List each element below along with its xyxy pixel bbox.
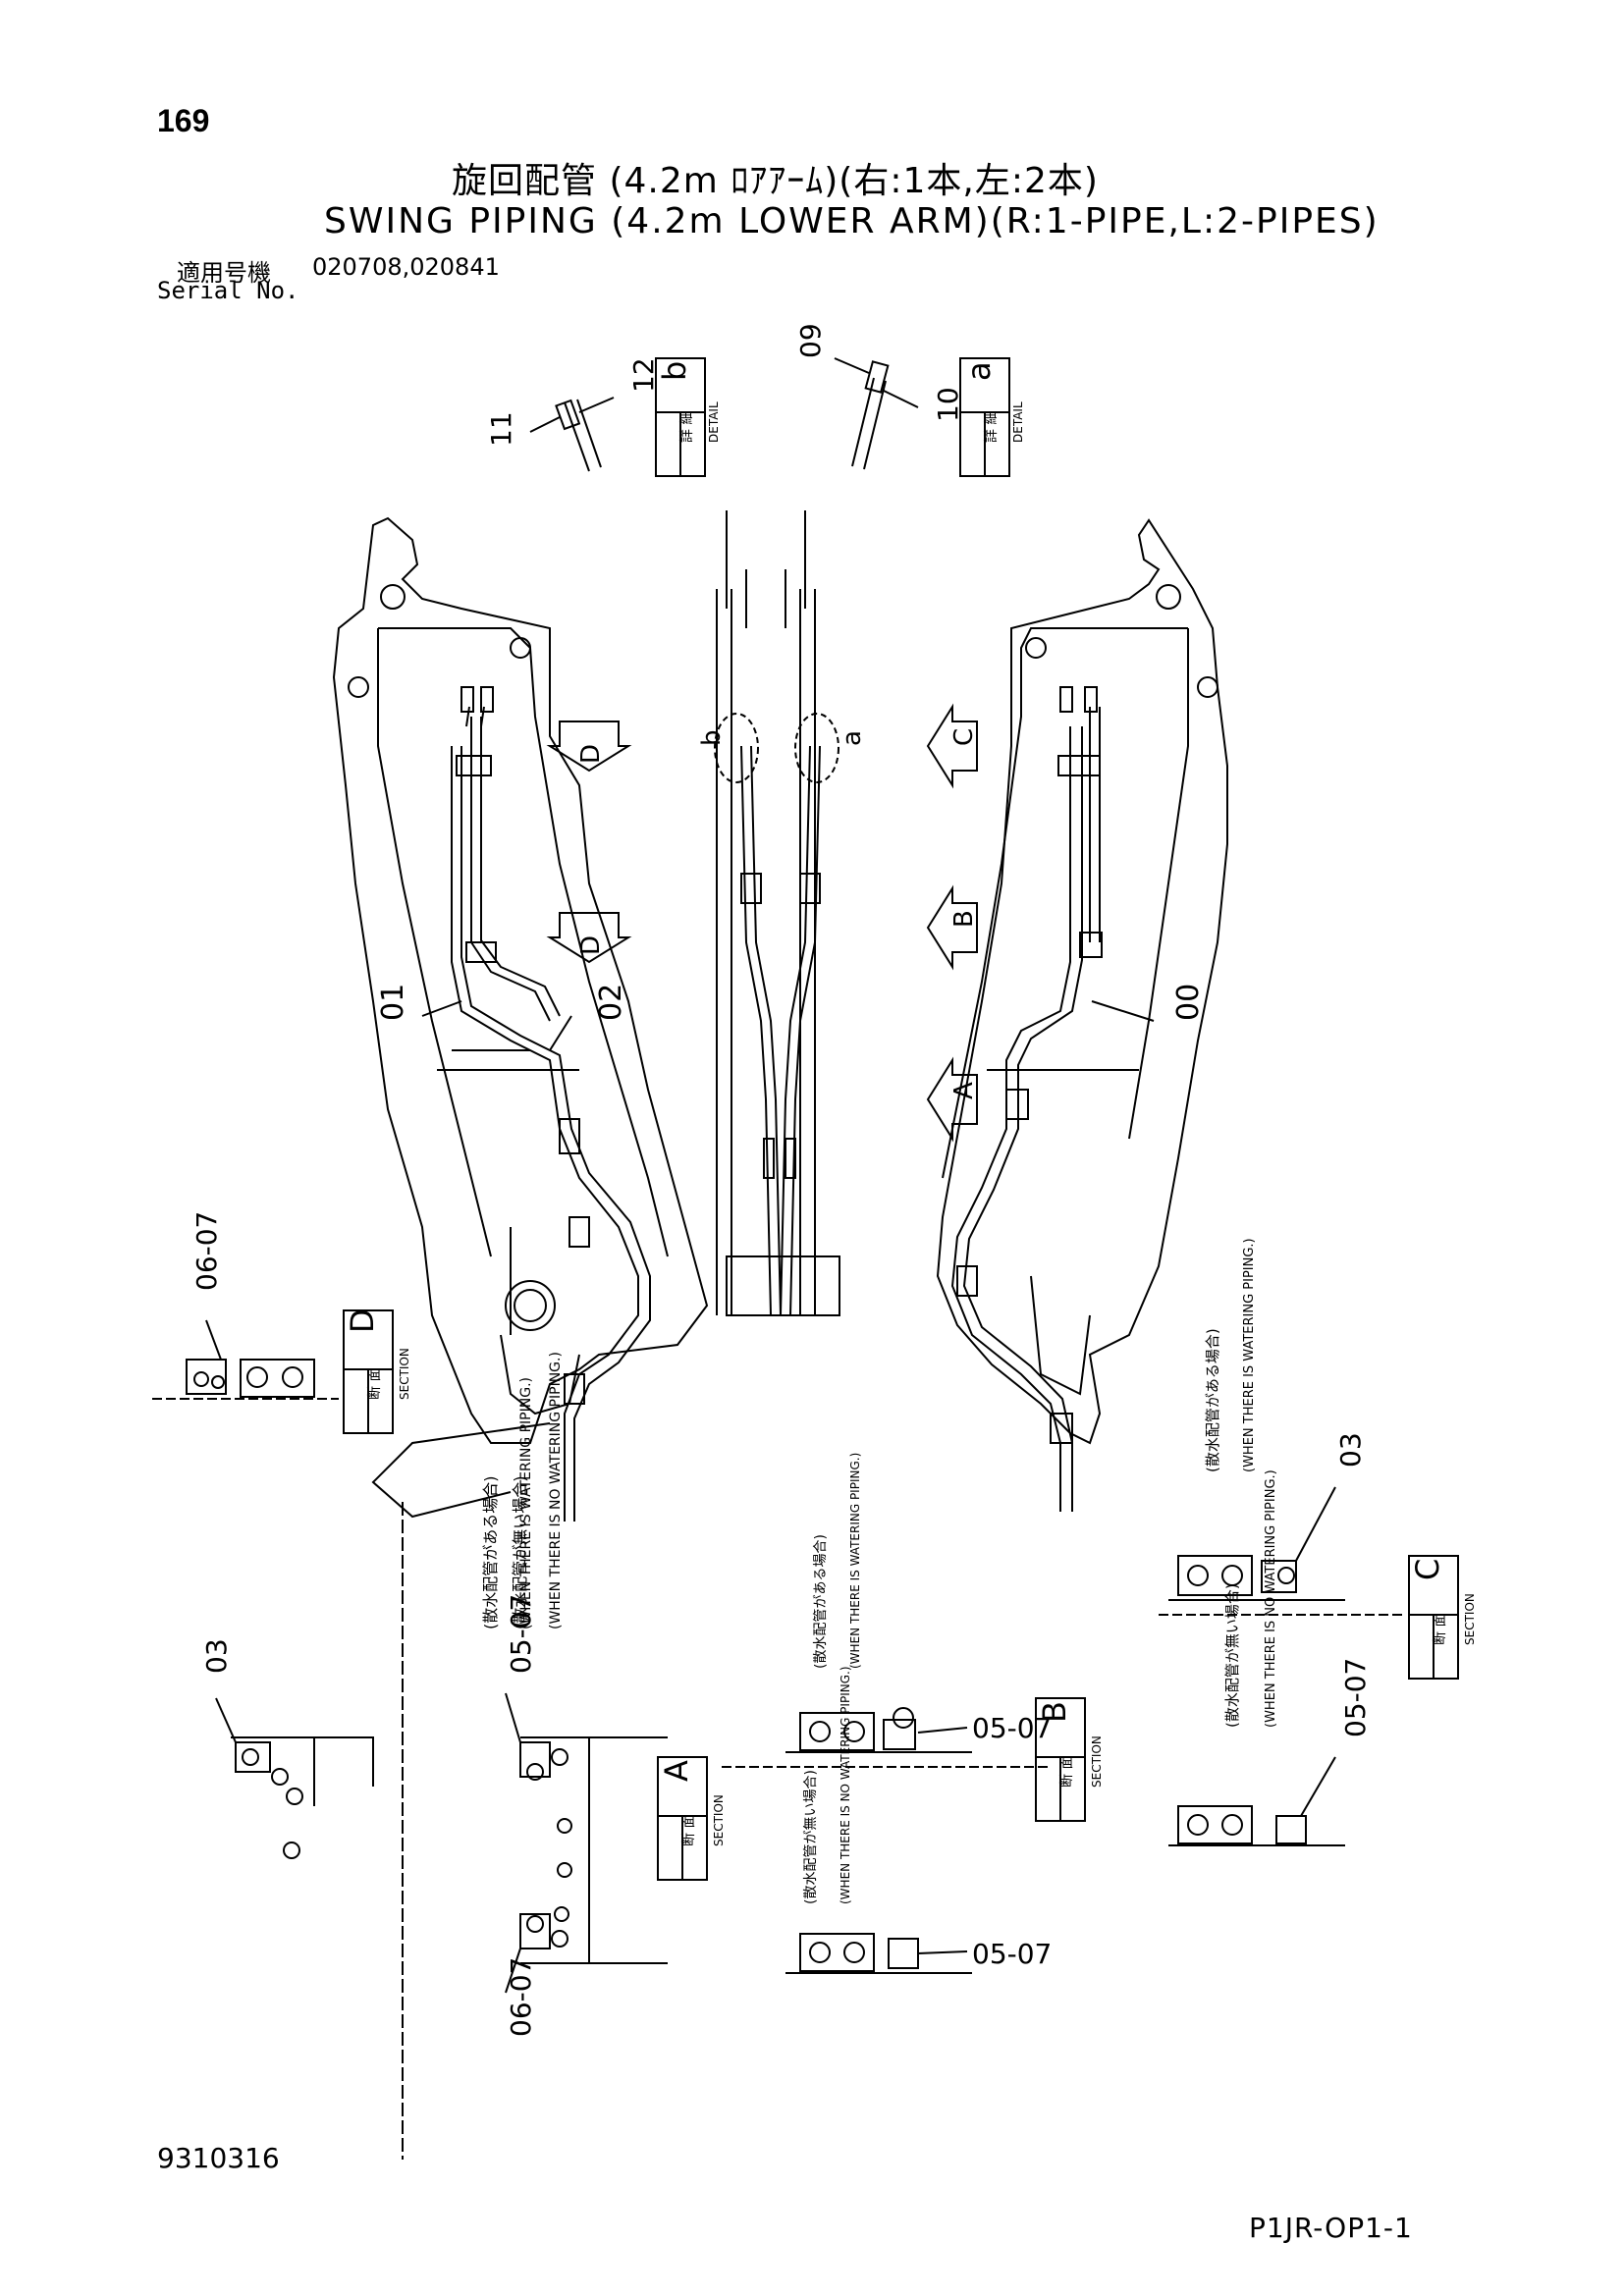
section-arrow-d-upper: D <box>546 721 632 773</box>
part-label-11: 11 <box>485 411 517 447</box>
section-a-part-label-03: 03 <box>200 1638 233 1674</box>
detail-b-group: 11 12 b 詳 細 DETAIL <box>485 357 721 477</box>
section-c-part-label-05-07: 05-07 <box>1339 1658 1372 1737</box>
section-a-no-watering-jp: (散水配管が無い場合) <box>511 1476 529 1630</box>
detail-b-en: DETAIL <box>707 401 721 443</box>
title-english: SWING PIPING (4.2m LOWER ARM)(R:1-PIPE,L… <box>324 201 1380 241</box>
detail-circle-a <box>794 713 839 783</box>
section-c-watering-jp: (散水配管がある場合) <box>1204 1328 1221 1472</box>
section-arrow-d-lower: D <box>546 912 632 964</box>
part-label-10: 10 <box>932 387 964 422</box>
section-arrow-a: A <box>926 1056 979 1143</box>
document-id: 9310316 <box>157 2142 280 2174</box>
section-c-no-watering-en: (WHEN THERE IS NO WATERING PIPING.) <box>1264 1469 1278 1728</box>
section-a-part-label-06-07: 06-07 <box>505 1957 537 2037</box>
section-a-group: 03 (散水配管がある場合) (WHEN THERE IS WATERING P… <box>200 1352 726 2160</box>
section-c-jp: 断 面 <box>1433 1614 1448 1645</box>
detail-a-letter: a <box>960 361 998 381</box>
section-b-watering-en: (WHEN THERE IS WATERING PIPING.) <box>848 1453 862 1669</box>
center-top-view: b a <box>697 510 867 1316</box>
section-c-group: 03 (散水配管がある場合) (WHEN THERE IS WATERING P… <box>1159 1238 1477 1846</box>
section-c-letter: C <box>1409 1559 1446 1580</box>
part-label-12: 12 <box>627 357 660 393</box>
section-c-part-label-03: 03 <box>1334 1432 1367 1468</box>
serial-numbers: 020708,020841 <box>312 253 500 281</box>
detail-a-group: 09 10 a 詳 細 DETAIL <box>794 323 1025 477</box>
section-c-watering-en: (WHEN THERE IS WATERING PIPING.) <box>1242 1238 1257 1472</box>
page-number: 169 <box>157 103 210 138</box>
left-arm-view: 01 02 <box>332 516 709 1522</box>
section-b-letter: B <box>1036 1701 1073 1723</box>
section-arrow-b: B <box>926 884 979 971</box>
part-label-02: 02 <box>594 984 628 1021</box>
section-b-jp: 断 面 <box>1059 1756 1075 1788</box>
detail-b-jp: 詳 細 <box>679 411 695 443</box>
section-b-en: SECTION <box>1090 1735 1104 1788</box>
title-japanese: 旋回配管 (4.2m ﾛｱｱｰﾑ)(右:1本,左:2本) <box>452 161 1099 201</box>
detail-circle-b <box>714 713 759 783</box>
part-label-01: 01 <box>376 984 410 1021</box>
section-a-jp: 断 面 <box>681 1815 697 1846</box>
drawing-code: P1JR-OP1-1 <box>1249 2212 1413 2244</box>
part-label-09: 09 <box>794 323 827 358</box>
section-arrow-b-letter: B <box>949 910 979 928</box>
detail-a-jp: 詳 細 <box>984 411 1000 443</box>
serial-label-english: Serial No. <box>157 277 299 304</box>
section-d-group: 06-07 D 断 面 SECTION <box>152 1211 411 1434</box>
section-b-watering-jp: (散水配管がある場合) <box>813 1534 829 1669</box>
detail-a-en: DETAIL <box>1011 401 1025 443</box>
section-d-jp: 断 面 <box>367 1368 383 1400</box>
section-b-part-label-lower: 05-07 <box>972 1938 1052 1970</box>
section-arrow-d-upper-letter: D <box>576 744 606 764</box>
section-a-part-label-05-07: 05-07 <box>505 1594 537 1674</box>
section-b-no-watering-jp: (散水配管が無い場合) <box>803 1770 819 1904</box>
section-a-en: SECTION <box>712 1794 726 1846</box>
section-d-en: SECTION <box>398 1348 411 1400</box>
section-d-part-label: 06-07 <box>190 1211 223 1291</box>
section-arrow-c: C <box>926 703 979 789</box>
serial-label-japanese: 適用号機 <box>177 259 271 287</box>
section-a-letter: A <box>658 1760 695 1782</box>
detail-marker-b: b <box>697 729 727 746</box>
section-a-watering-jp: (散水配管がある場合) <box>481 1476 500 1630</box>
detail-marker-a: a <box>838 730 867 746</box>
part-label-00: 00 <box>1171 984 1206 1021</box>
section-d-letter: D <box>344 1308 381 1333</box>
right-arm-view: 00 <box>936 518 1228 1512</box>
section-b-part-label-upper: 05-07 <box>972 1712 1052 1744</box>
section-c-no-watering-jp: (散水配管が無い場合) <box>1223 1583 1241 1728</box>
section-b-group: 05-07 (散水配管がある場合) (WHEN THERE IS WATERIN… <box>722 1453 1104 1974</box>
section-c-en: SECTION <box>1463 1593 1477 1645</box>
section-arrow-a-letter: A <box>949 1082 979 1099</box>
section-arrow-d-lower-letter: D <box>576 935 606 955</box>
section-arrow-c-letter: C <box>949 728 979 746</box>
section-b-no-watering-en: (WHEN THERE IS NO WATERING PIPING.) <box>839 1666 852 1904</box>
section-a-no-watering-en: (WHEN THERE IS NO WATERING PIPING.) <box>548 1352 564 1629</box>
section-a-watering-en: (WHEN THERE IS WATERING PIPING.) <box>518 1377 534 1629</box>
detail-b-letter: b <box>656 361 693 381</box>
